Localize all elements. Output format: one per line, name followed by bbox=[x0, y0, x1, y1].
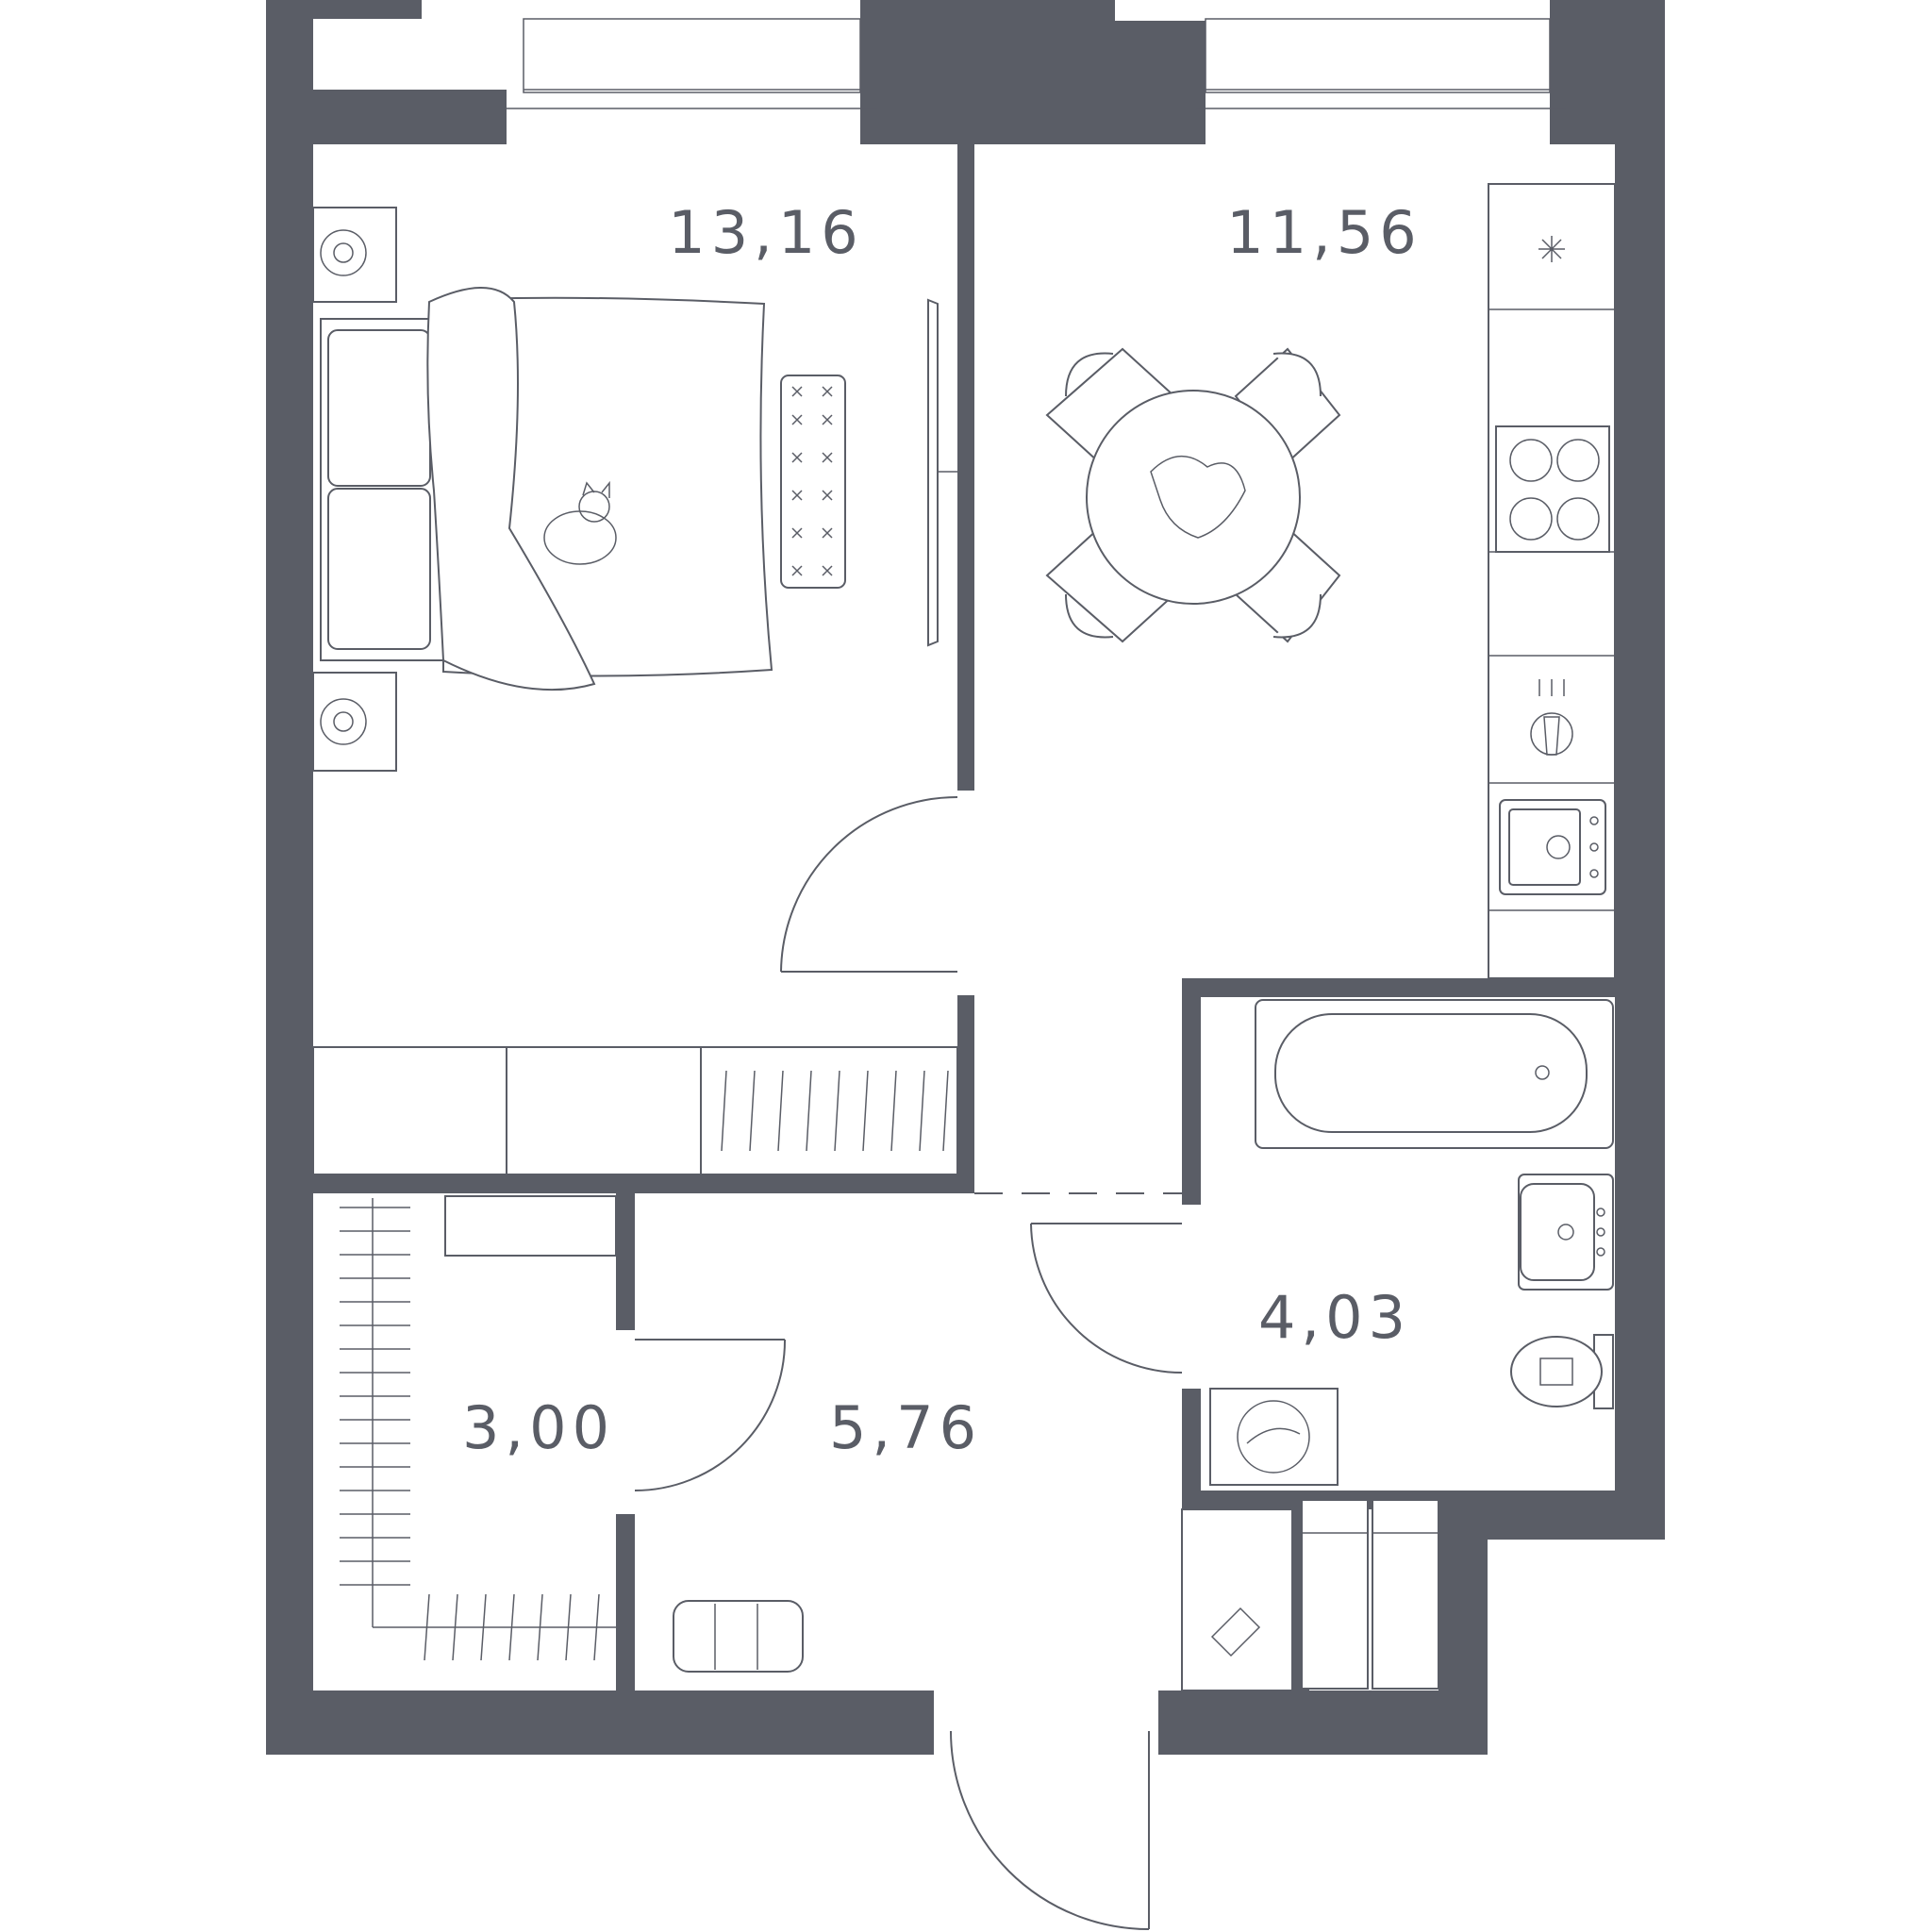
chair-icon bbox=[1234, 526, 1341, 643]
bathroom: 4,03 bbox=[1030, 999, 1614, 1486]
closet-area-label: 3,00 bbox=[462, 1393, 615, 1462]
windows bbox=[507, 18, 1566, 109]
lamp-icon bbox=[320, 229, 367, 276]
bedroom: 13,16 bbox=[312, 198, 958, 1175]
hallway-area-label: 5,76 bbox=[829, 1393, 982, 1462]
wardrobe-icon bbox=[312, 1046, 958, 1175]
lamp-icon bbox=[320, 698, 367, 745]
washing-machine-icon bbox=[1209, 1388, 1339, 1486]
kitchen-area-label: 11,56 bbox=[1226, 198, 1422, 267]
hood-icon bbox=[1530, 679, 1573, 756]
door-icon bbox=[634, 1339, 787, 1491]
dining-table-icon bbox=[1045, 347, 1341, 643]
door-icon bbox=[950, 1730, 1150, 1930]
door-icon bbox=[780, 796, 958, 973]
bench-icon bbox=[780, 375, 846, 589]
nightstand-top bbox=[312, 207, 397, 303]
bed-icon bbox=[320, 287, 773, 691]
toilet-icon bbox=[1510, 1334, 1614, 1409]
nightstand-bottom bbox=[312, 672, 397, 772]
bench-pattern bbox=[791, 386, 833, 576]
hob-icon bbox=[1495, 425, 1610, 553]
bathroom-area-label: 4,03 bbox=[1258, 1283, 1411, 1352]
storage-icon bbox=[1301, 1499, 1439, 1690]
bedroom-area-label: 13,16 bbox=[668, 198, 864, 267]
cabinet-icon bbox=[1181, 1508, 1293, 1691]
chair-icon bbox=[1045, 347, 1176, 464]
hallway: 5,76 bbox=[673, 1393, 1439, 1930]
bathtub-icon bbox=[1255, 999, 1614, 1149]
closet: 3,00 bbox=[340, 1195, 617, 1661]
cat-icon bbox=[543, 480, 617, 565]
fridge-icon bbox=[1538, 236, 1565, 262]
chair-icon bbox=[1045, 526, 1176, 643]
washbasin-icon bbox=[1518, 1174, 1614, 1291]
kitchen: 11,56 bbox=[1045, 183, 1616, 979]
pouf-icon bbox=[673, 1600, 804, 1673]
sink-icon bbox=[1499, 799, 1606, 895]
tv-icon bbox=[927, 298, 939, 647]
door-icon bbox=[1030, 1223, 1183, 1374]
walls bbox=[266, 0, 1665, 1755]
wardrobe-icon bbox=[340, 1195, 617, 1661]
